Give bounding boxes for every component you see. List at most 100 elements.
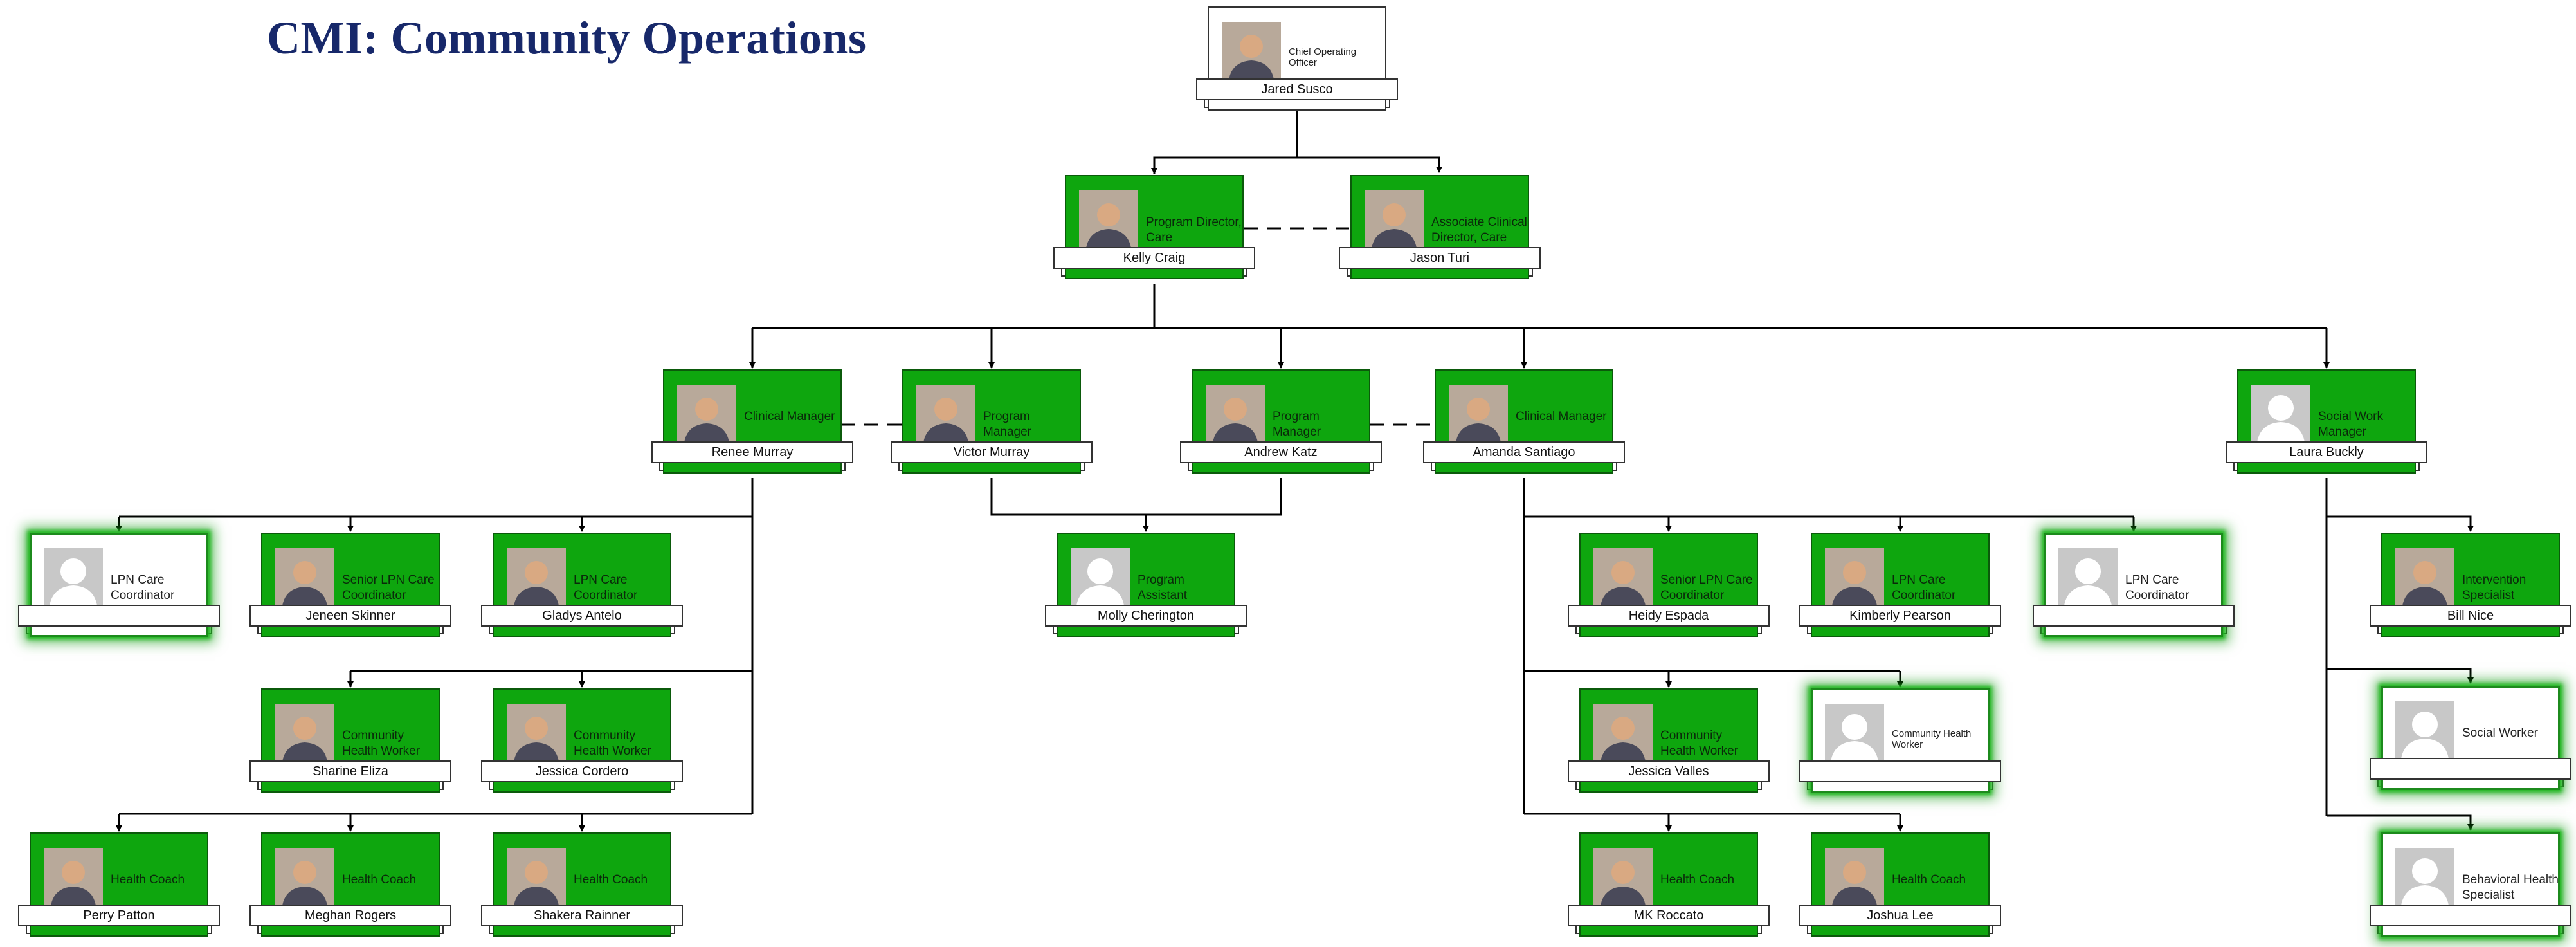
avatar — [1222, 22, 1281, 85]
role-title: Community Health Worker — [574, 729, 652, 758]
person-name: Amanda Santiago — [1423, 441, 1625, 463]
person-name: Sharine Eliza — [249, 760, 451, 782]
avatar — [507, 548, 566, 611]
person-name: Joshua Lee — [1799, 905, 2001, 926]
avatar — [275, 704, 334, 767]
org-card-open-community-health-worker[interactable]: Community Health Worker — [1799, 688, 2001, 799]
avatar — [677, 385, 736, 448]
person-name — [2370, 758, 2571, 780]
org-card-jason-turi[interactable]: Associate Clinical Director, Care Manage… — [1339, 175, 1541, 286]
avatar — [916, 385, 975, 448]
role-title: Health Coach — [1660, 873, 1735, 887]
avatar — [275, 548, 334, 611]
org-card-open-social-worker[interactable]: Social Worker — [2370, 686, 2571, 796]
avatar — [44, 848, 103, 911]
avatar — [507, 848, 566, 911]
role-title: LPN Care Coordinator — [1892, 573, 1956, 602]
role-title: Clinical Manager — [1516, 410, 1607, 423]
person-name: Heidy Espada — [1568, 605, 1770, 627]
person-name: Laura Buckly — [2226, 441, 2427, 463]
avatar — [1365, 190, 1424, 253]
role-title: Social Worker — [2462, 726, 2538, 740]
person-name — [1799, 760, 2001, 782]
person-name: MK Roccato — [1568, 905, 1770, 926]
line-jared-bus — [1153, 111, 1439, 172]
avatar — [1593, 848, 1653, 911]
person-name: Shakera Rainner — [481, 905, 683, 926]
person-name: Victor Murray — [891, 441, 1093, 463]
role-title: Community Health Worker — [342, 729, 421, 758]
page-title: CMI: Community Operations — [267, 12, 867, 64]
avatar — [1593, 548, 1653, 611]
placeholder-avatar-icon — [2395, 848, 2454, 911]
person-name: Jason Turi — [1339, 247, 1541, 269]
placeholder-avatar-icon — [2395, 701, 2454, 764]
person-name: Jessica Cordero — [481, 760, 683, 782]
line-to-bill — [2327, 515, 2474, 532]
role-title: Health Coach — [342, 873, 417, 887]
avatar — [1593, 704, 1653, 767]
org-card-open-lpn-care-coordinator[interactable]: LPN Care Coordinator — [18, 533, 220, 643]
role-title: LPN Care Coordinator — [2125, 573, 2190, 602]
line-kelly-bus — [752, 284, 2327, 329]
role-title: LPN Care Coordinator — [574, 573, 638, 602]
role-title: Chief Operating Officer — [1289, 46, 1357, 68]
role-title: Clinical Manager — [744, 410, 835, 423]
avatar — [1206, 385, 1265, 448]
placeholder-avatar-icon — [1071, 548, 1130, 611]
role-title: Senior LPN Care Coordinator — [1660, 573, 1753, 602]
role-title: Program Manager — [1273, 410, 1321, 439]
role-title: Community Health Worker — [1660, 729, 1739, 758]
person-name: Kelly Craig — [1053, 247, 1255, 269]
person-name: Andrew Katz — [1180, 441, 1382, 463]
person-name: Jessica Valles — [1568, 760, 1770, 782]
role-title: LPN Care Coordinator — [111, 573, 175, 602]
placeholder-avatar-icon — [2251, 385, 2310, 448]
person-name — [18, 605, 220, 627]
person-name — [2033, 605, 2235, 627]
person-name: Jared Susco — [1196, 78, 1398, 100]
org-card-mk-roccato[interactable]: Health Coach MK Roccato — [1568, 832, 1770, 943]
role-title: Health Coach — [111, 873, 185, 887]
role-title: Behavioral Health Specialist — [2462, 873, 2559, 902]
role-title: Program Manager — [983, 410, 1031, 439]
role-title: Community Health Worker — [1892, 728, 1972, 750]
placeholder-avatar-icon — [44, 548, 103, 611]
role-title: Health Coach — [574, 873, 648, 887]
person-name: Renee Murray — [651, 441, 853, 463]
avatar — [507, 704, 566, 767]
person-name — [2370, 905, 2571, 926]
role-title: Senior LPN Care Coordinator — [342, 573, 435, 602]
avatar — [1079, 190, 1138, 253]
org-card-open-behavioral-health-specialist[interactable]: Behavioral Health Specialist — [2370, 832, 2571, 943]
role-title: Health Coach — [1892, 873, 1966, 887]
avatar — [1825, 548, 1884, 611]
avatar — [275, 848, 334, 911]
person-name: Jeneen Skinner — [249, 605, 451, 627]
org-card-open-lpn-care-coordinator-2[interactable]: LPN Care Coordinator — [2033, 533, 2235, 643]
person-name: Gladys Antelo — [481, 605, 683, 627]
person-name: Perry Patton — [18, 905, 220, 926]
avatar — [1449, 385, 1508, 448]
person-name: Kimberly Pearson — [1799, 605, 2001, 627]
org-card-kelly-craig[interactable]: Program Director, Care Management Initia… — [1053, 175, 1255, 286]
